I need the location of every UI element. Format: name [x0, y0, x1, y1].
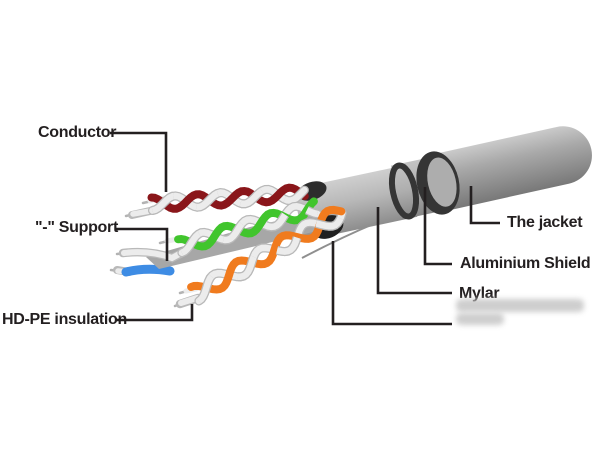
- green-wire: [174, 197, 318, 251]
- maroon-wire: [147, 183, 309, 213]
- hdpe-callout-line: [115, 304, 194, 322]
- blurred-watermark-line1: [456, 299, 584, 312]
- maroon-twisted-pair: [124, 183, 309, 219]
- callout-lines: [110, 131, 500, 326]
- support-callout-line: [115, 227, 169, 261]
- mylar-callout-line: [376, 207, 452, 295]
- blurred-label-callout-line: [331, 241, 452, 326]
- jacket-ring-face: [427, 157, 457, 207]
- green-pair-white-wire: [178, 203, 321, 256]
- mylar-label: Mylar: [459, 285, 500, 302]
- jacket-callout-line: [469, 186, 500, 225]
- shield-callout-line: [423, 187, 452, 266]
- hd-pe-insulation-label: HD-PE insulation: [2, 311, 127, 328]
- jacket-cut-ring: [416, 151, 460, 215]
- aluminium-shield-label: Aluminium Shield: [460, 255, 591, 272]
- blue-wire: [121, 264, 175, 277]
- blurred-watermark-line2: [456, 313, 504, 325]
- green-pair-white-tail: [115, 247, 189, 263]
- orange-twisted-pair: [173, 205, 347, 309]
- support-label: "-" Support: [35, 219, 118, 236]
- maroon-pair-white-tail: [130, 208, 153, 217]
- the-jacket-label: The jacket: [507, 214, 583, 231]
- conductor-callout-line: [110, 131, 168, 192]
- conductor-label: Conductor: [38, 124, 117, 141]
- white-tail: [121, 249, 186, 262]
- orange-pair-white-prong: [178, 295, 200, 306]
- blue-wire-group: [109, 264, 175, 277]
- drain-wire: [301, 221, 379, 259]
- shield-cut-ring: [388, 162, 420, 220]
- shield-ring-edge: [388, 162, 420, 220]
- orange-pair-white-wire: [195, 209, 346, 305]
